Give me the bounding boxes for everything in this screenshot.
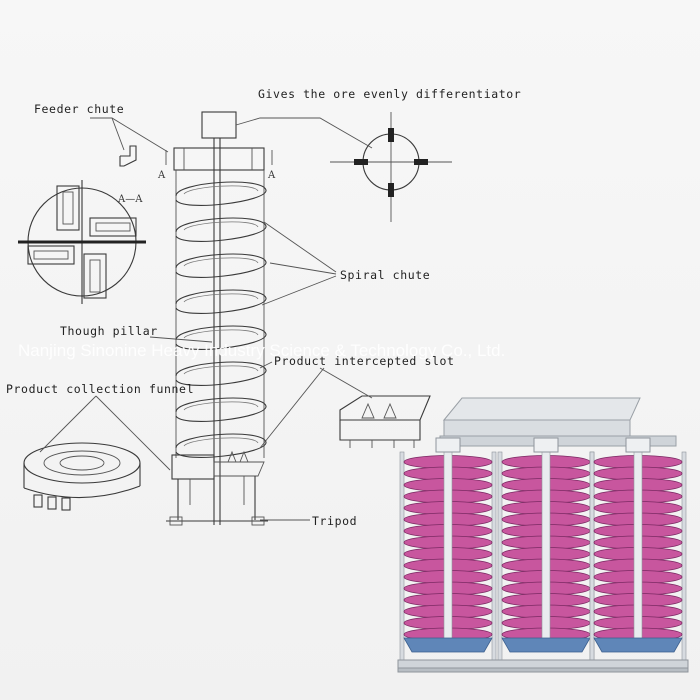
label-spiral-chute: Spiral chute — [340, 268, 430, 282]
feeder-box — [201, 111, 237, 139]
section-title: A—A — [117, 194, 143, 205]
spiral-turn-inner — [183, 437, 259, 447]
watermark-text: Nanjing Sinonine Heavy Industry Science … — [18, 341, 505, 360]
spiral-turn-inner — [183, 329, 259, 339]
label-product-collection-funnel: Product collection funnel — [6, 382, 194, 396]
spiral-chute-turns — [175, 181, 267, 458]
product-collection-funnel-view — [23, 442, 141, 511]
spiral-turn — [175, 433, 267, 458]
separator-unit — [399, 437, 497, 661]
spiral-turn-inner — [183, 257, 259, 267]
spiral-turn-inner — [183, 293, 259, 303]
feeder-frame — [442, 397, 641, 421]
collection-funnel — [593, 637, 683, 653]
spiral-turn — [175, 397, 267, 422]
section-a-a-view — [18, 180, 146, 304]
label-though-pillar: Though pillar — [60, 324, 158, 338]
label-tripod: Tripod — [312, 514, 357, 528]
spiral-turn-inner — [183, 365, 259, 375]
feeder-chute-icon — [119, 145, 137, 167]
separator-unit — [589, 437, 687, 661]
collection-funnel — [403, 637, 493, 653]
spiral-turn — [175, 325, 267, 350]
spiral-turn-inner — [183, 401, 259, 411]
label-product-intercepted-slot: Product intercepted slot — [274, 354, 455, 368]
central-column — [165, 111, 273, 526]
separator-unit — [497, 437, 595, 661]
product-intercepted-slot-view — [339, 395, 431, 448]
collection-funnel-box — [171, 454, 215, 480]
spiral-turn — [175, 361, 267, 386]
spiral-turn — [175, 253, 267, 278]
spiral-turn — [175, 289, 267, 314]
spiral-turn-inner — [183, 185, 259, 195]
collection-funnel — [501, 637, 591, 653]
section-mark-right: A — [267, 170, 276, 181]
spiral-turn-inner — [183, 221, 259, 231]
distributor-head — [173, 147, 265, 171]
spiral-separator-render — [397, 397, 689, 673]
spiral-turn — [175, 217, 267, 242]
differentiator-view — [330, 112, 452, 222]
leader-lines — [39, 117, 373, 521]
label-feeder-chute: Feeder chute — [34, 102, 124, 116]
section-mark-left: A — [157, 170, 166, 181]
spiral-turn — [175, 181, 267, 206]
label-differentiator: Gives the ore evenly differentiator — [258, 87, 521, 101]
